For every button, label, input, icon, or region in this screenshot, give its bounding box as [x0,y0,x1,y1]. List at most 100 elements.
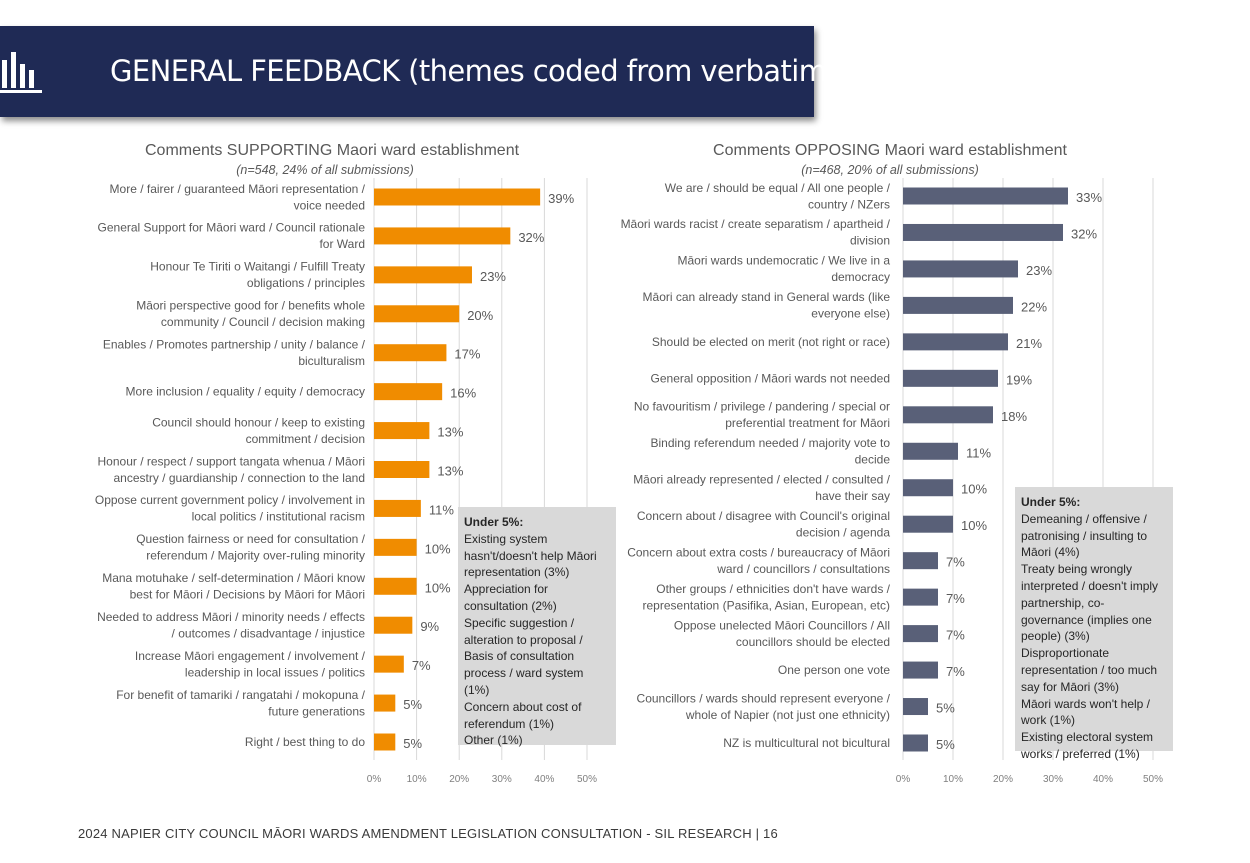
category-label: Concern about / disagree with Council's … [637,509,890,523]
value-label: 10% [961,518,987,533]
bar [903,260,1018,278]
category-label: referendum / Majority over-ruling minori… [146,549,365,563]
note-item: Disproportionate representation / too mu… [1021,646,1158,694]
category-label: Increase Māori engagement / involvement … [135,649,366,663]
value-label: 18% [1001,409,1027,424]
note-item: Demeaning / offensive / patronising / in… [1021,511,1148,560]
x-tick-label: 50% [577,774,597,785]
bar [374,694,396,712]
value-label: 32% [1071,226,1097,241]
bar [903,661,938,679]
category-label: democracy [831,270,890,284]
category-label: obligations / principles [247,276,365,290]
oppose-chart-subtitle: (n=468, 20% of all submissions) [801,163,979,177]
x-tick-label: 30% [492,774,512,785]
value-label: 5% [936,701,955,716]
x-tick-label: 50% [1143,774,1163,785]
category-label: community / Council / decision making [161,315,365,329]
bar-chart-icon [0,52,42,93]
category-label: Concern about extra costs / bureaucracy … [627,545,890,559]
bar [374,266,472,284]
category-label: Māori can already stand in General wards… [643,290,891,304]
category-label: country / NZers [808,197,890,211]
category-label: preferential treatment for Māori [725,416,890,430]
category-label: best for Māori / Decisions by Māori for … [130,588,365,602]
bar [903,187,1068,205]
value-label: 17% [454,347,480,362]
value-label: 7% [946,591,965,606]
bar [374,188,541,206]
value-label: 11% [429,502,454,517]
note-title: Under 5%: [1021,495,1081,509]
support-under-5-note: Under 5%: Existing system hasn't/doesn't… [458,507,616,747]
bar [903,442,958,460]
category-label: Council should honour / keep to existing [152,415,365,429]
value-label: 9% [420,619,439,634]
value-label: 20% [467,308,493,323]
category-label: For benefit of tamariki / rangatahi / mo… [116,688,365,702]
note-item: Existing system hasn't/doesn't help Māor… [464,531,597,580]
bar [374,461,430,478]
bar [903,296,1013,314]
bar [903,588,938,606]
support-chart-subtitle: (n=548, 24% of all submissions) [236,163,414,177]
bar [374,383,443,401]
bar [374,538,417,556]
category-label: Other groups / ethnicities don't have wa… [656,582,890,596]
category-label: Oppose unelected Māori Councillors / All [674,618,890,632]
category-label: Māori wards undemocratic / We live in a [677,254,890,268]
category-label: Right / best thing to do [245,735,365,749]
value-label: 10% [425,541,451,556]
category-label: More inclusion / equality / equity / dem… [126,385,365,399]
value-label: 10% [425,580,451,595]
value-label: 10% [961,482,987,497]
category-label: division [850,234,890,248]
note-title: Under 5%: [464,515,524,529]
x-tick-label: 40% [534,774,554,785]
bar [374,655,404,673]
category-label: Question fairness or need for consultati… [136,532,365,546]
note-item: Māori wards won't help / work (1%) [1021,696,1151,728]
value-label: 7% [946,628,965,643]
category-label: No favouritism / privilege / pandering /… [634,400,890,414]
category-label: biculturalism [298,354,365,368]
value-label: 5% [403,736,422,751]
category-label: Māori already represented / elected / co… [633,472,890,486]
category-label: NZ is multicultural not bicultural [723,736,890,750]
bar [374,499,421,517]
bar [903,698,928,716]
bar [374,305,460,323]
value-label: 16% [450,386,476,401]
value-label: 33% [1076,190,1102,205]
category-label: Binding referendum needed / majority vot… [651,436,891,450]
category-label: Mana motuhake / self-determination / Māo… [102,571,365,585]
value-label: 5% [403,697,422,712]
category-label: Māori wards racist / create separatism /… [621,217,891,231]
bar [903,479,953,497]
oppose-under-5-note: Under 5%: Demeaning / offensive / patron… [1015,487,1173,761]
category-label: Honour Te Tiriti o Waitangi / Fulfill Tr… [150,260,365,274]
category-label: leadership in local issues / politics [185,665,365,679]
bar [374,227,511,245]
bar [903,223,1063,241]
x-tick-label: 40% [1093,774,1113,785]
x-tick-label: 20% [993,774,1013,785]
value-label: 39% [548,191,574,206]
x-tick-label: 0% [367,774,382,785]
bar [903,369,998,387]
category-label: Oppose current government policy / invol… [95,493,365,507]
note-item: Other (1%) [464,733,523,748]
category-label: whole of Napier (not just one ethnicity) [685,708,890,722]
x-tick-label: 10% [943,774,963,785]
bar [903,406,993,424]
value-label: 22% [1021,299,1047,314]
category-label: future generations [268,704,365,718]
category-label: commitment / decision [246,432,365,446]
value-label: 5% [936,737,955,752]
bar [374,616,413,634]
bar [374,422,430,440]
note-item: Appreciation for consultation (2%) [464,582,557,613]
category-label: General Support for Māori ward / Council… [98,221,366,235]
category-label: We are / should be equal / All one peopl… [665,181,891,195]
note-item: Treaty being wrongly interpreted / doesn… [1021,562,1159,644]
